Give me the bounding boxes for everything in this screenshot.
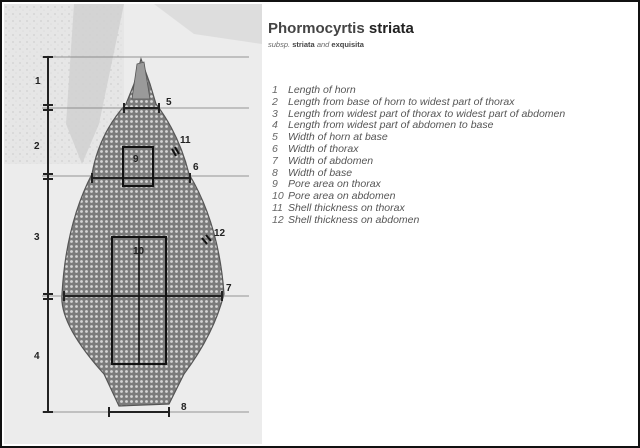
legend-item: 7Width of abdomen [272,156,634,168]
legend-text: Length from base of horn to widest part … [288,97,634,109]
legend-text: Width of thorax [288,144,634,156]
species-name: striata [369,20,414,37]
genus-name: Phormocyrtis [268,20,365,37]
specimen-figure: 1 2 3 4 5 6 7 8 9 10 11 12 [4,4,262,444]
legend-number: 12 [272,215,288,227]
marker-12: 12 [214,228,226,239]
marker-9: 9 [133,154,139,165]
legend-text: Width of abdomen [288,156,634,168]
species-title: Phormocyrtis striata [268,20,628,38]
marker-4: 4 [34,351,40,362]
legend-number: 11 [272,203,288,215]
subspecies-1: striata [292,40,315,49]
marker-2: 2 [34,141,40,152]
legend-item: 2Length from base of horn to widest part… [272,97,634,109]
subspecies-2: exquisita [331,40,364,49]
legend-text: Shell thickness on abdomen [288,215,634,227]
legend-number: 2 [272,97,288,109]
legend-number: 7 [272,156,288,168]
legend-item: 12Shell thickness on abdomen [272,215,634,227]
marker-6: 6 [193,162,199,173]
legend-text: Shell thickness on thorax [288,203,634,215]
subspecies-line: subsp. striata and exquisita [268,40,628,49]
marker-5: 5 [166,97,172,108]
subspecies-prefix: subsp. [268,40,290,49]
legend-number: 6 [272,144,288,156]
marker-7: 7 [226,283,232,294]
title-block: Phormocyrtis striata subsp. striata and … [268,20,628,49]
marker-10: 10 [133,246,145,257]
subspecies-joiner: and [317,40,330,49]
legend-item: 6Width of thorax [272,144,634,156]
marker-1: 1 [35,76,41,87]
marker-8: 8 [181,402,187,413]
marker-11: 11 [180,135,191,146]
measurement-legend: 1Length of horn 2Length from base of hor… [272,85,634,227]
marker-3: 3 [34,232,40,243]
legend-item: 11Shell thickness on thorax [272,203,634,215]
